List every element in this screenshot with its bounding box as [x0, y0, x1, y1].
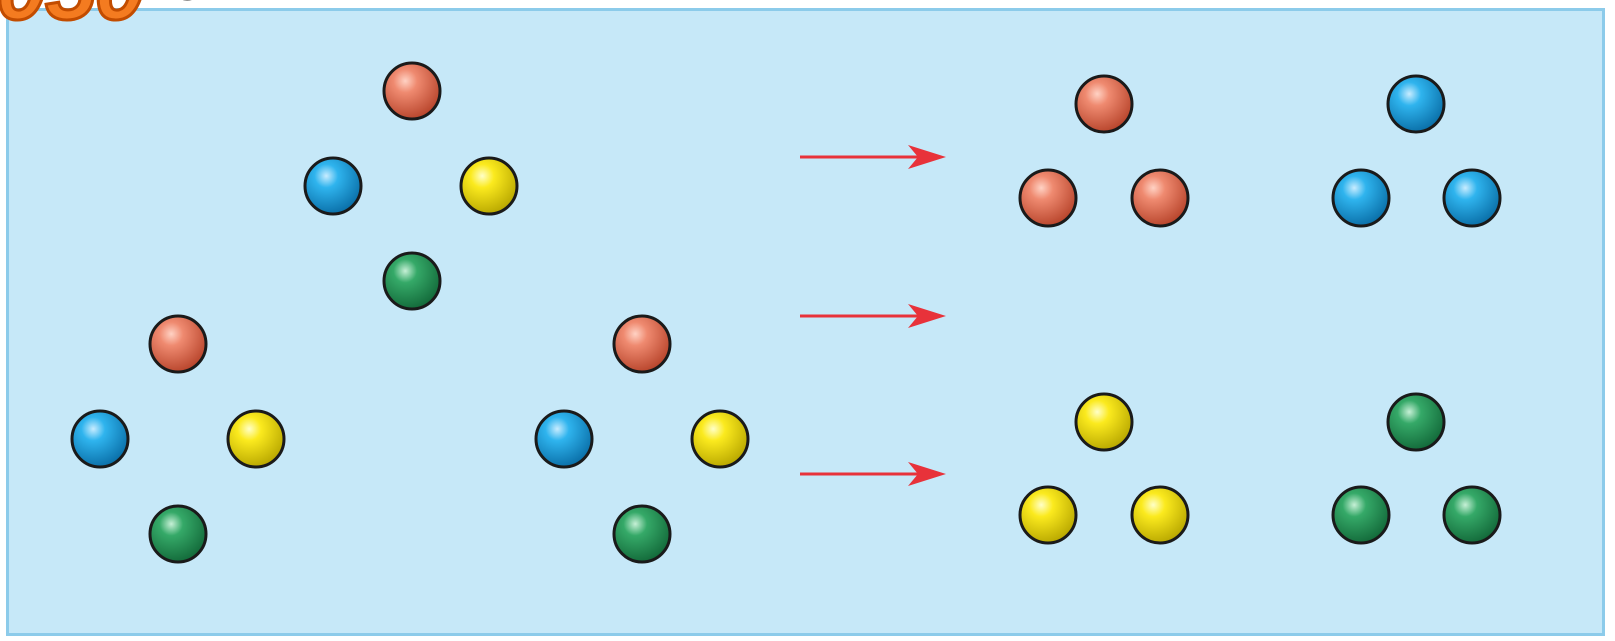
red-atom — [1074, 74, 1134, 134]
red-atom — [148, 314, 208, 374]
green-atom — [1386, 392, 1446, 452]
product-red-cluster — [1018, 74, 1190, 228]
green-atom — [1442, 485, 1502, 545]
arrow-1 — [800, 145, 946, 169]
green-atom — [148, 504, 208, 564]
arrow-2 — [800, 304, 946, 328]
yellow-atom — [459, 156, 519, 216]
blue-atom — [534, 409, 594, 469]
blue-atom — [1442, 168, 1502, 228]
yellow-atom — [1018, 485, 1078, 545]
blue-atom — [70, 409, 130, 469]
blue-atom — [1331, 168, 1391, 228]
yellow-atom — [1130, 485, 1190, 545]
reactant-molecule-2 — [70, 314, 286, 564]
green-atom — [382, 251, 442, 311]
green-atom — [612, 504, 672, 564]
problem-number-badge: 050 — [0, 0, 147, 36]
product-blue-cluster — [1331, 74, 1502, 228]
reactant-molecule-3 — [534, 314, 750, 564]
title-fragment: e — [170, 0, 203, 10]
red-atom — [1130, 168, 1190, 228]
product-yellow-cluster — [1018, 392, 1190, 545]
red-atom — [612, 314, 672, 374]
green-atom — [1331, 485, 1391, 545]
yellow-atom — [1074, 392, 1134, 452]
reaction-arrows — [800, 145, 946, 486]
reactant-molecule-1 — [303, 61, 519, 311]
arrow-3 — [800, 462, 946, 486]
product-green-cluster — [1331, 392, 1502, 545]
red-atom — [382, 61, 442, 121]
yellow-atom — [690, 409, 750, 469]
red-atom — [1018, 168, 1078, 228]
blue-atom — [303, 156, 363, 216]
yellow-atom — [226, 409, 286, 469]
blue-atom — [1386, 74, 1446, 134]
